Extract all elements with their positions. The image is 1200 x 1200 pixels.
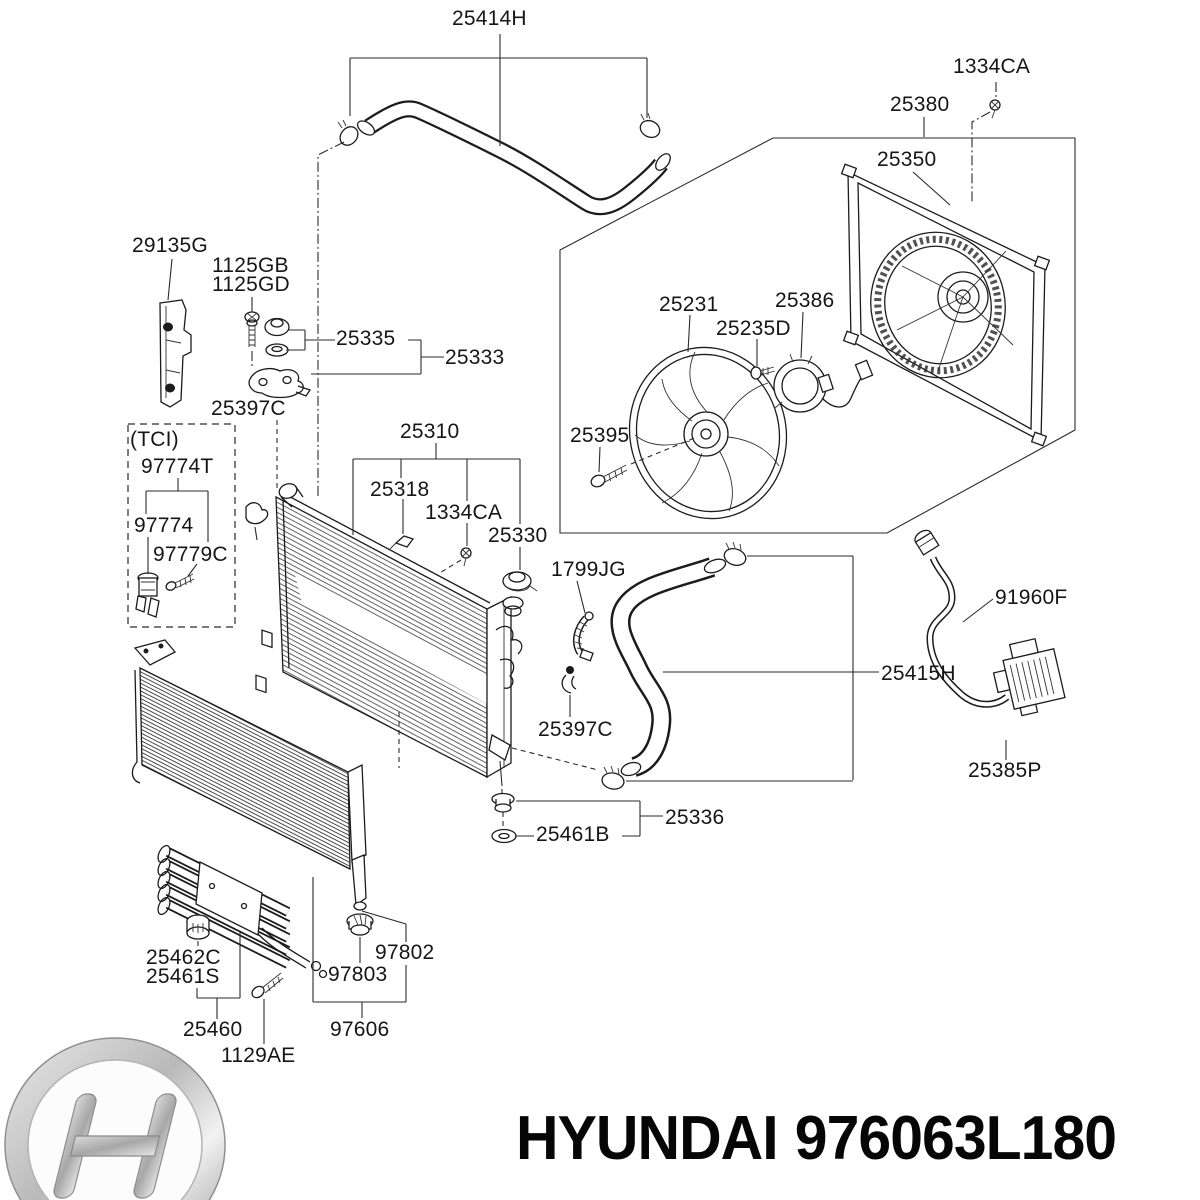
hose-clamp-right	[639, 112, 661, 139]
part-label-25415H: 25415H	[881, 662, 956, 685]
part-label-25330: 25330	[488, 524, 548, 547]
resistor-drawing	[992, 637, 1066, 717]
brand-name: HYUNDAI	[516, 1104, 779, 1173]
part-label-29135G: 29135G	[132, 234, 208, 257]
sensor-97774-drawing	[135, 537, 160, 618]
part-label-1334CA-top: 1334CA	[953, 55, 1031, 78]
upper-hose-drawing	[317, 34, 671, 497]
screw-1334ca-top	[971, 82, 1001, 203]
air-guard-drawing	[159, 258, 192, 408]
radiator-filler-neck	[502, 596, 524, 617]
fan-motor-drawing	[750, 311, 874, 413]
hose-clip-1799jg	[572, 580, 594, 662]
radiator-drawing	[255, 483, 524, 827]
radiator-lower-pin	[488, 733, 511, 827]
part-label-25397C-lower: 25397C	[538, 718, 613, 741]
condenser-bracket	[133, 639, 177, 666]
part-label-25385P: 25385P	[968, 759, 1042, 782]
part-label-97779C: 97779C	[153, 543, 228, 566]
bracket-25397c-drawing	[248, 368, 312, 399]
condenser-grommet-drawing	[312, 877, 407, 1018]
part-label-25460: 25460	[183, 1018, 243, 1041]
screw-1334ca-mid	[437, 523, 472, 575]
motor-screw-drawing	[750, 339, 776, 380]
lower-hose-drawing	[511, 541, 879, 790]
part-label-1125GB: 1125GB	[212, 254, 289, 277]
part-label-97774T: 97774T	[141, 455, 214, 478]
part-label-TCI: (TCI)	[130, 428, 179, 451]
logo-h-glyph	[53, 1093, 177, 1199]
part-label-97606: 97606	[330, 1018, 390, 1041]
part-label-25318: 25318	[370, 478, 430, 501]
radiator-label-bracket	[352, 443, 521, 535]
mounting-parts-drawing	[244, 297, 444, 399]
part-label-25397C-upper: 25397C	[211, 397, 286, 420]
main-part-number: 976063L180	[794, 1104, 1117, 1173]
part-label-25462C: 25462C	[146, 946, 221, 969]
part-label-97803: 97803	[328, 963, 388, 986]
grommet-25461b-upper	[491, 792, 515, 813]
radiator-side-fittings	[255, 625, 523, 694]
cooling-fan-drawing	[628, 314, 788, 520]
receiver-drier	[351, 854, 367, 911]
oil-cooler-drawing	[157, 844, 328, 1044]
part-label-1334CA-mid: 1334CA	[425, 501, 503, 524]
part-label-25335: 25335	[336, 327, 396, 350]
harness-connector	[914, 529, 940, 556]
bolt-1125-drawing	[244, 297, 260, 368]
part-label-25231: 25231	[659, 293, 719, 316]
tci-option-box	[127, 423, 236, 628]
washer-25461b-lower	[491, 828, 517, 844]
radiator-clip-25318	[389, 499, 415, 550]
hose-clamp-left	[337, 119, 359, 146]
part-label-97802: 97802	[375, 941, 435, 964]
cooler-grommet-drawing	[186, 914, 210, 940]
radiator-inlet	[278, 483, 304, 508]
part-label-25333: 25333	[445, 346, 505, 369]
harness-drawing	[914, 529, 1066, 760]
part-label-25386: 25386	[775, 289, 835, 312]
part-label-25380: 25380	[890, 93, 950, 116]
shroud-motor-hub	[896, 250, 1014, 372]
part-label-1129AE: 1129AE	[221, 1044, 296, 1067]
footer-caption: HYUNDAI 976063L180	[516, 1103, 1117, 1174]
lower-hose-clamp-bottom	[601, 765, 625, 790]
cooler-bolt-drawing	[251, 972, 284, 1044]
part-label-25310: 25310	[400, 420, 460, 443]
upper-clip-parts	[245, 420, 472, 575]
fan-bolt-drawing	[590, 436, 698, 488]
part-label-97774: 97774	[134, 514, 194, 537]
fan-shroud-drawing	[840, 117, 1051, 447]
part-label-25350: 25350	[877, 148, 937, 171]
part-label-25461B: 25461B	[536, 823, 610, 846]
part-label-25414H: 25414H	[452, 7, 527, 30]
part-label-91960F: 91960F	[995, 586, 1068, 609]
part-label-25336: 25336	[665, 806, 725, 829]
part-label-1125GD: 1125GD	[212, 273, 290, 296]
lower-hose-clamp-top	[723, 541, 747, 566]
clip-25397c-lower	[561, 666, 577, 717]
radiator-cap-drawing	[502, 547, 538, 592]
part-label-25235D: 25235D	[716, 317, 791, 340]
part-label-25461S: 25461S	[146, 965, 220, 988]
cushion-25335-drawing	[264, 317, 290, 357]
fan-assembly-enclosure-box	[559, 137, 1076, 534]
condenser-drawing	[131, 639, 400, 911]
part-label-25395: 25395	[570, 424, 630, 447]
insulator-parts-drawing	[491, 792, 663, 844]
part-label-1799JG: 1799JG	[551, 558, 626, 581]
sensor-screw-drawing	[165, 563, 198, 591]
hyundai-logo	[4, 1037, 226, 1200]
